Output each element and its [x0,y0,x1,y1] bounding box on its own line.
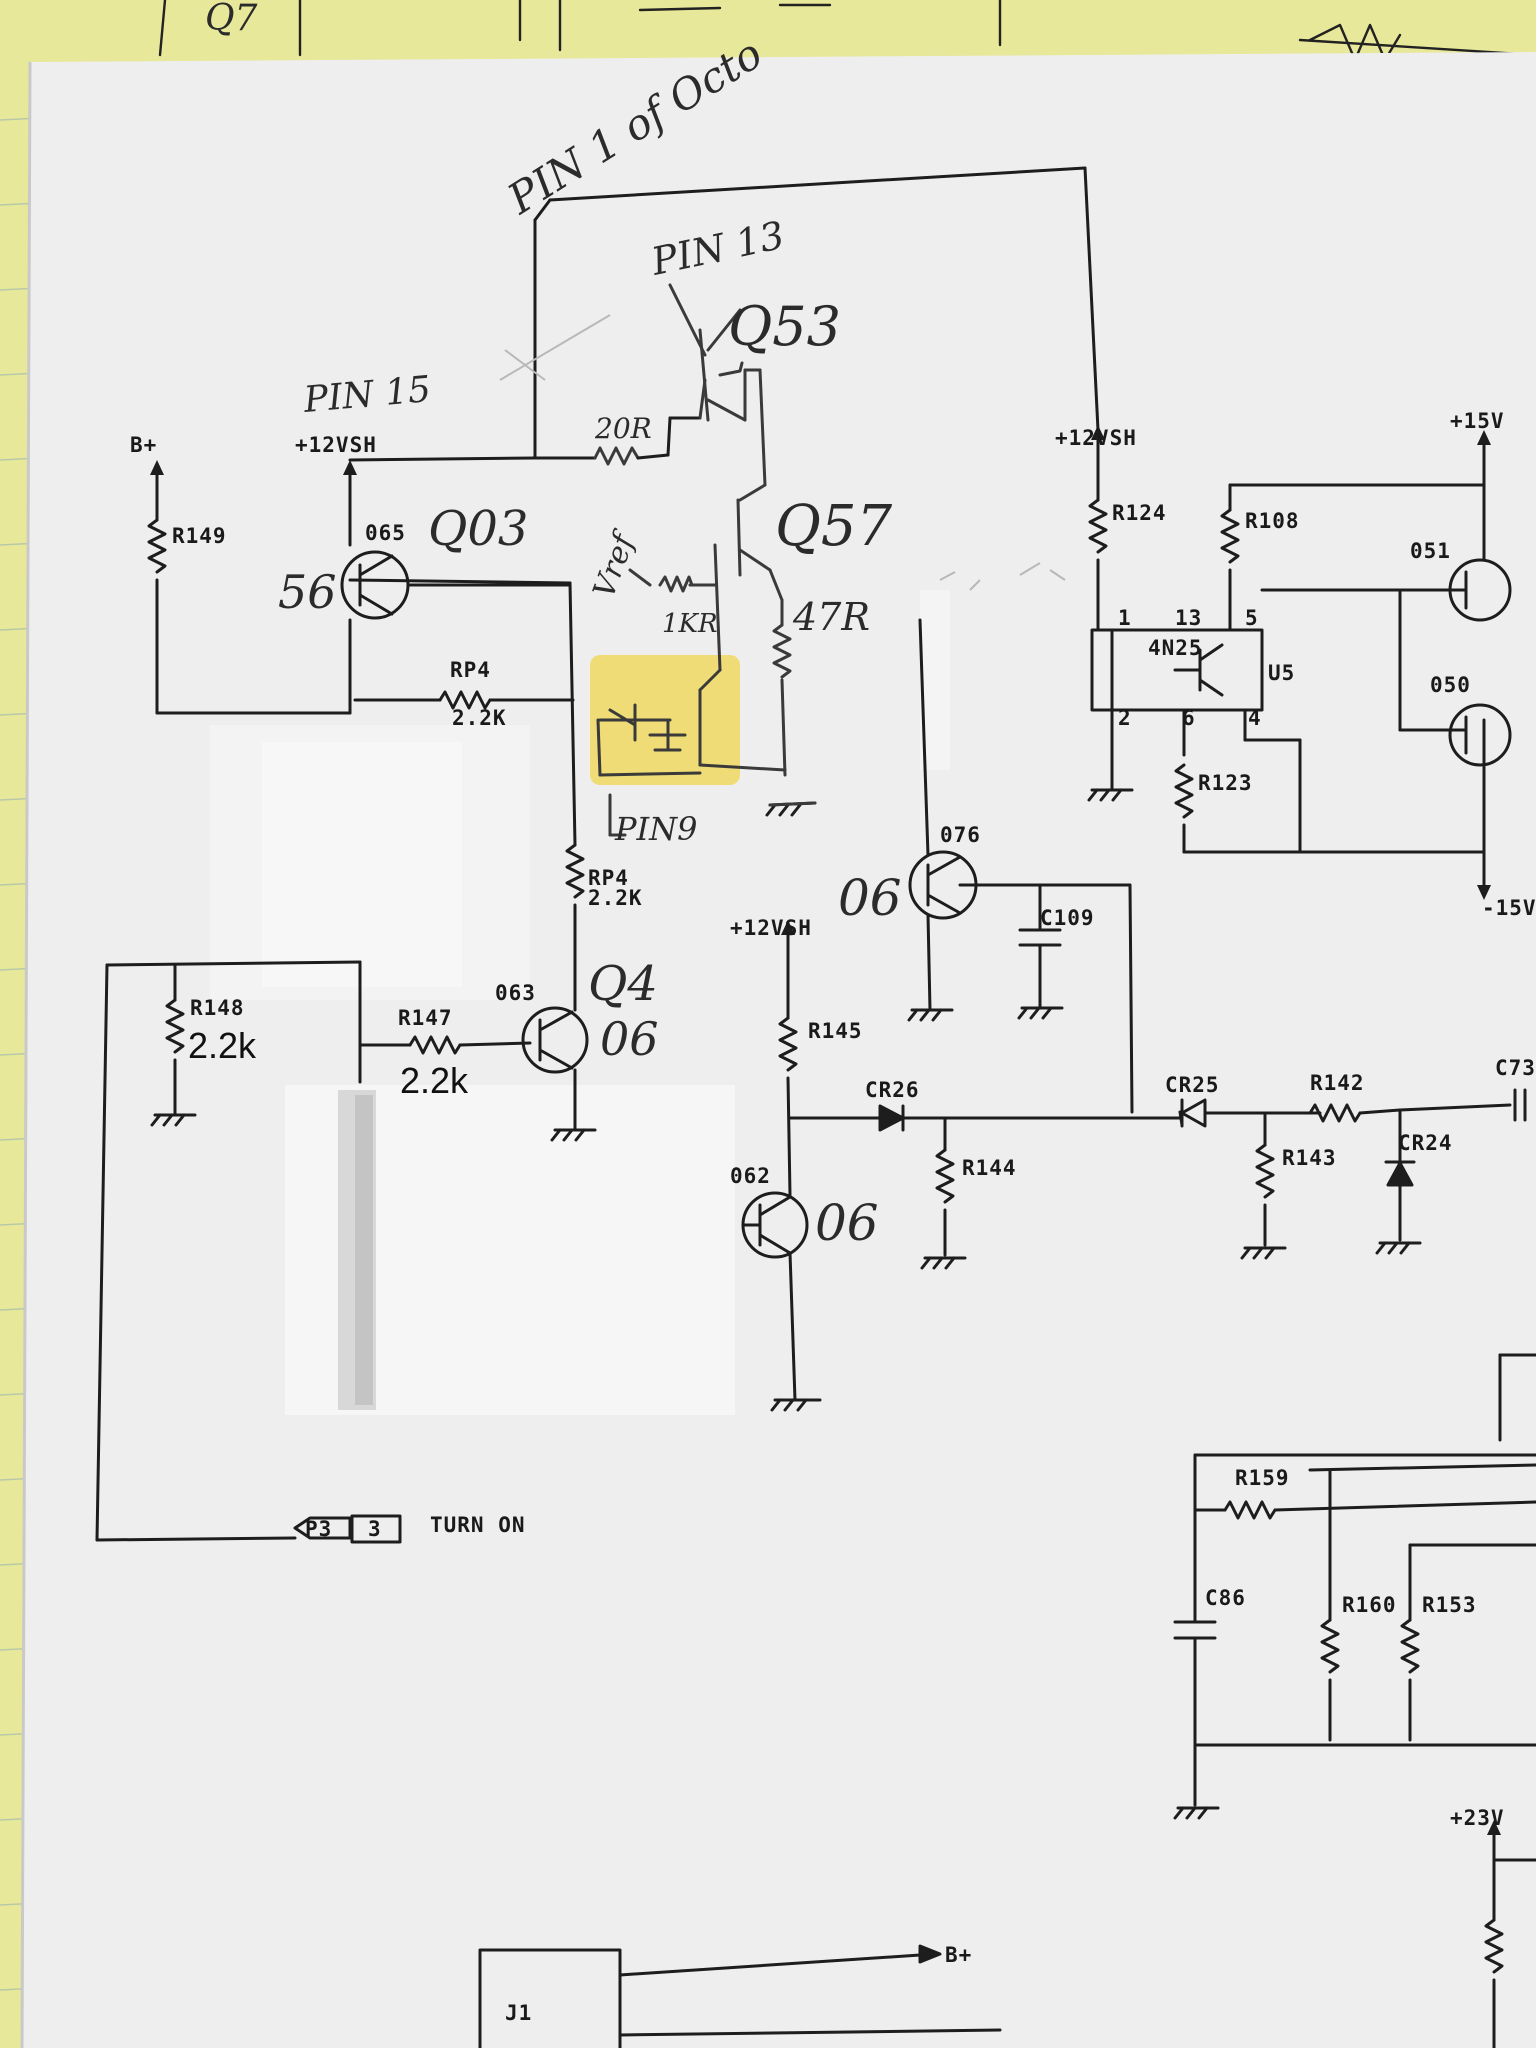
p3-pin-label: 3 [368,1517,382,1541]
q03-number: 56 [278,565,337,619]
q76-number: 06 [838,869,902,927]
erased-pencil-marks [499,314,1066,591]
q62-label: 062 [730,1164,771,1188]
bplus-out-label: B+ [945,1943,972,1967]
c86-label: C86 [1205,1586,1246,1610]
q76-label: 076 [940,823,981,847]
r123-label: R123 [1198,771,1253,795]
cr26-label: CR26 [865,1078,920,1102]
rp4-top-label: RP4 [450,658,491,682]
turn-on-label: TURN ON [430,1513,526,1537]
rp4-mid-value: 2.2K [588,886,643,910]
handdrawn-additions [596,283,817,837]
q53-label: Q53 [728,295,841,358]
cr24-label: CR24 [1398,1131,1453,1155]
right-circuit-wires [1087,438,1512,887]
transistor-symbols [340,550,1132,1259]
r147-label: R147 [398,1006,453,1030]
v15n-label: -15V [1482,896,1536,920]
bottom-right-wires [1173,1353,1536,2048]
u5-pin2: 2 [1118,706,1132,730]
u5-pin1: 1 [1118,606,1132,630]
u5-pin13: 13 [1175,606,1202,630]
u5-pin5: 5 [1245,606,1259,630]
u5-pin6: 6 [1182,706,1196,730]
r153-label: R153 [1422,1593,1477,1617]
c109-label: C109 [1040,906,1095,930]
q4-label: Q4 [588,956,658,1012]
q65-label: 065 [365,521,406,545]
q50-label: 050 [1430,673,1471,697]
r47-label: 47R [792,595,870,639]
bplus-label: B+ [130,433,157,457]
r148-label: R148 [190,996,245,1020]
r147-value: 2.2k [400,1060,469,1101]
r124-label: R124 [1112,501,1167,525]
r108-label: R108 [1245,509,1300,533]
r149-label: R149 [172,524,227,548]
q62-number: 06 [815,1194,879,1252]
v12sh-mid-label: +12VSH [730,916,812,940]
r20-label: 20R [594,412,652,445]
q57-label: Q57 [775,494,893,559]
v15p-label: +15V [1450,409,1505,433]
j1-label: J1 [505,2001,532,2025]
r144-label: R144 [962,1156,1017,1180]
u5-label: U5 [1268,661,1295,685]
v12sh-left-label: +12VSH [295,433,377,457]
left-circuit-wires [95,166,1100,1542]
c73-label: C73 [1495,1056,1536,1080]
p3-label: P3 [305,1517,332,1541]
r143-label: R143 [1282,1146,1337,1170]
v23-label: +23V [1450,1806,1505,1830]
rp4-mid-label: RP4 [588,866,629,890]
q51-label: 051 [1410,539,1451,563]
j1-connector [478,1944,1002,2048]
pin9-label: PIN9 [614,810,698,848]
r160-label: R160 [1342,1593,1397,1617]
r148-value: 2.2k [188,1025,257,1066]
top-scrawl: Q7 [205,0,258,39]
u5-part-name: 4N25 [1148,636,1203,660]
q4-number: 06 [600,1012,659,1066]
cr25-label: CR25 [1165,1073,1220,1097]
turn-on-connector [293,1514,402,1544]
r159-label: R159 [1235,1466,1290,1490]
q63-label: 063 [495,981,536,1005]
rp4-top-value: 2.2K [452,706,507,730]
middle-circuit-wires [770,618,1527,1412]
v12sh-right-label: +12VSH [1055,426,1137,450]
q03-label: Q03 [428,501,528,557]
supply-arrows [150,425,1501,1835]
u5-pin4: 4 [1248,706,1262,730]
r1k-label: 1KR [662,609,718,639]
schematic-paper [22,52,1536,2048]
r145-label: R145 [808,1019,863,1043]
r142-label: R142 [1310,1071,1365,1095]
top-sheet-sketch [158,0,1536,62]
